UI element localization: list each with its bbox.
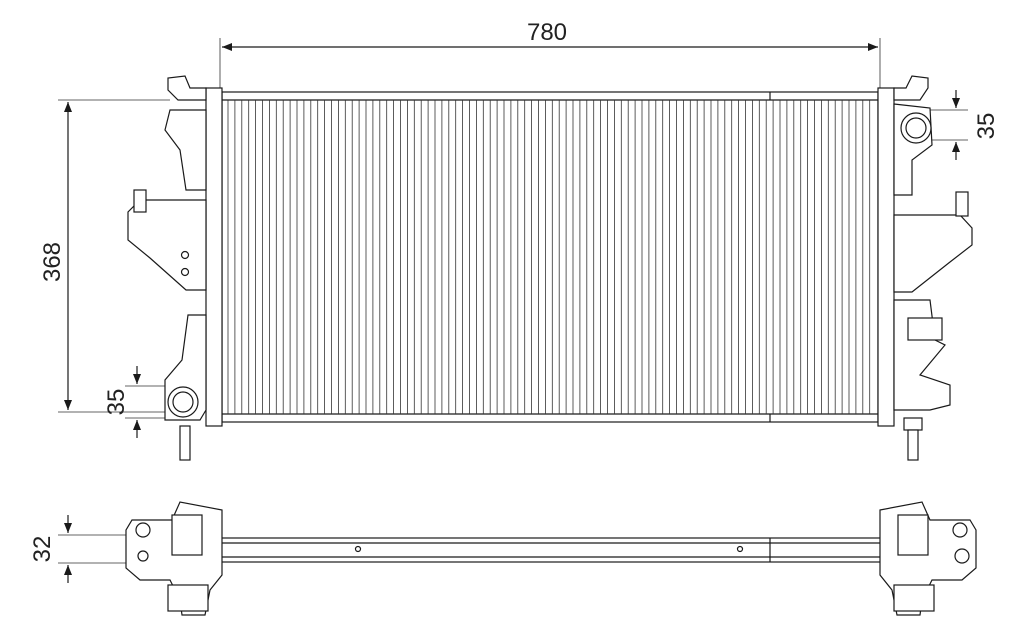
dimension-inlet-left: 35: [103, 366, 170, 438]
right-tank: [877, 75, 973, 461]
top-view: [125, 501, 977, 616]
height-label: 368: [39, 242, 66, 282]
dimension-height: 368: [39, 99, 190, 413]
radiator-core: [221, 91, 879, 423]
left-tank: [127, 75, 223, 461]
depth-label: 32: [29, 536, 56, 563]
dimension-outlet-right: 35: [925, 90, 1000, 160]
inlet-left-label: 35: [103, 389, 130, 416]
outlet-right-label: 35: [973, 113, 1000, 140]
dimension-depth: 32: [29, 515, 130, 583]
cooling-fins: [227, 100, 871, 414]
width-label: 780: [527, 19, 567, 46]
dimension-width: 780: [219, 19, 881, 88]
